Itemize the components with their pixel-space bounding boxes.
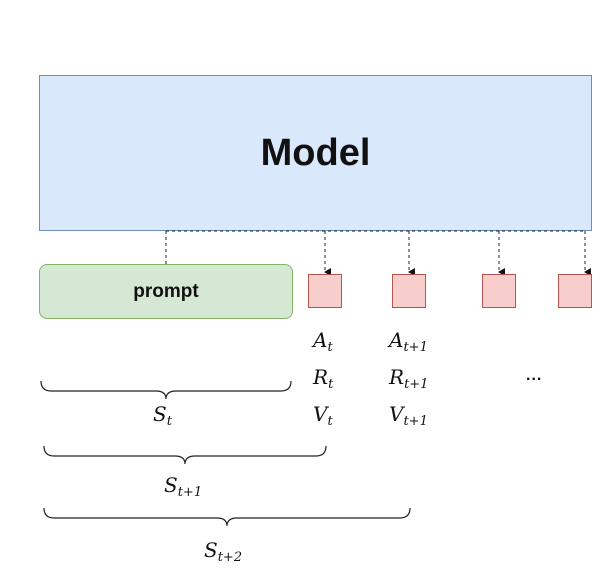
action-label-t: At [313, 328, 333, 355]
token-box [308, 274, 342, 308]
brace-s-t [40, 380, 292, 400]
prompt-label: prompt [133, 280, 199, 302]
ellipsis: ... [526, 367, 543, 384]
token-box [482, 274, 516, 308]
prompt-box: prompt [39, 264, 293, 319]
value-label-t1: Vt+1 [389, 402, 428, 429]
state-label-t: St [153, 402, 172, 429]
state-label-t1: St+1 [164, 473, 203, 500]
model-box: Model [39, 75, 592, 231]
model-label: Model [260, 131, 371, 174]
state-label-t2: St+2 [204, 538, 243, 565]
reward-label-t1: Rt+1 [389, 365, 429, 392]
token-box [392, 274, 426, 308]
action-label-t1: At+1 [389, 328, 428, 355]
brace-s-t1 [43, 445, 327, 465]
bus-line [165, 230, 585, 264]
token-box [558, 274, 592, 308]
brace-s-t2 [43, 507, 411, 527]
reward-label-t: Rt [313, 365, 334, 392]
value-label-t: Vt [313, 402, 333, 429]
